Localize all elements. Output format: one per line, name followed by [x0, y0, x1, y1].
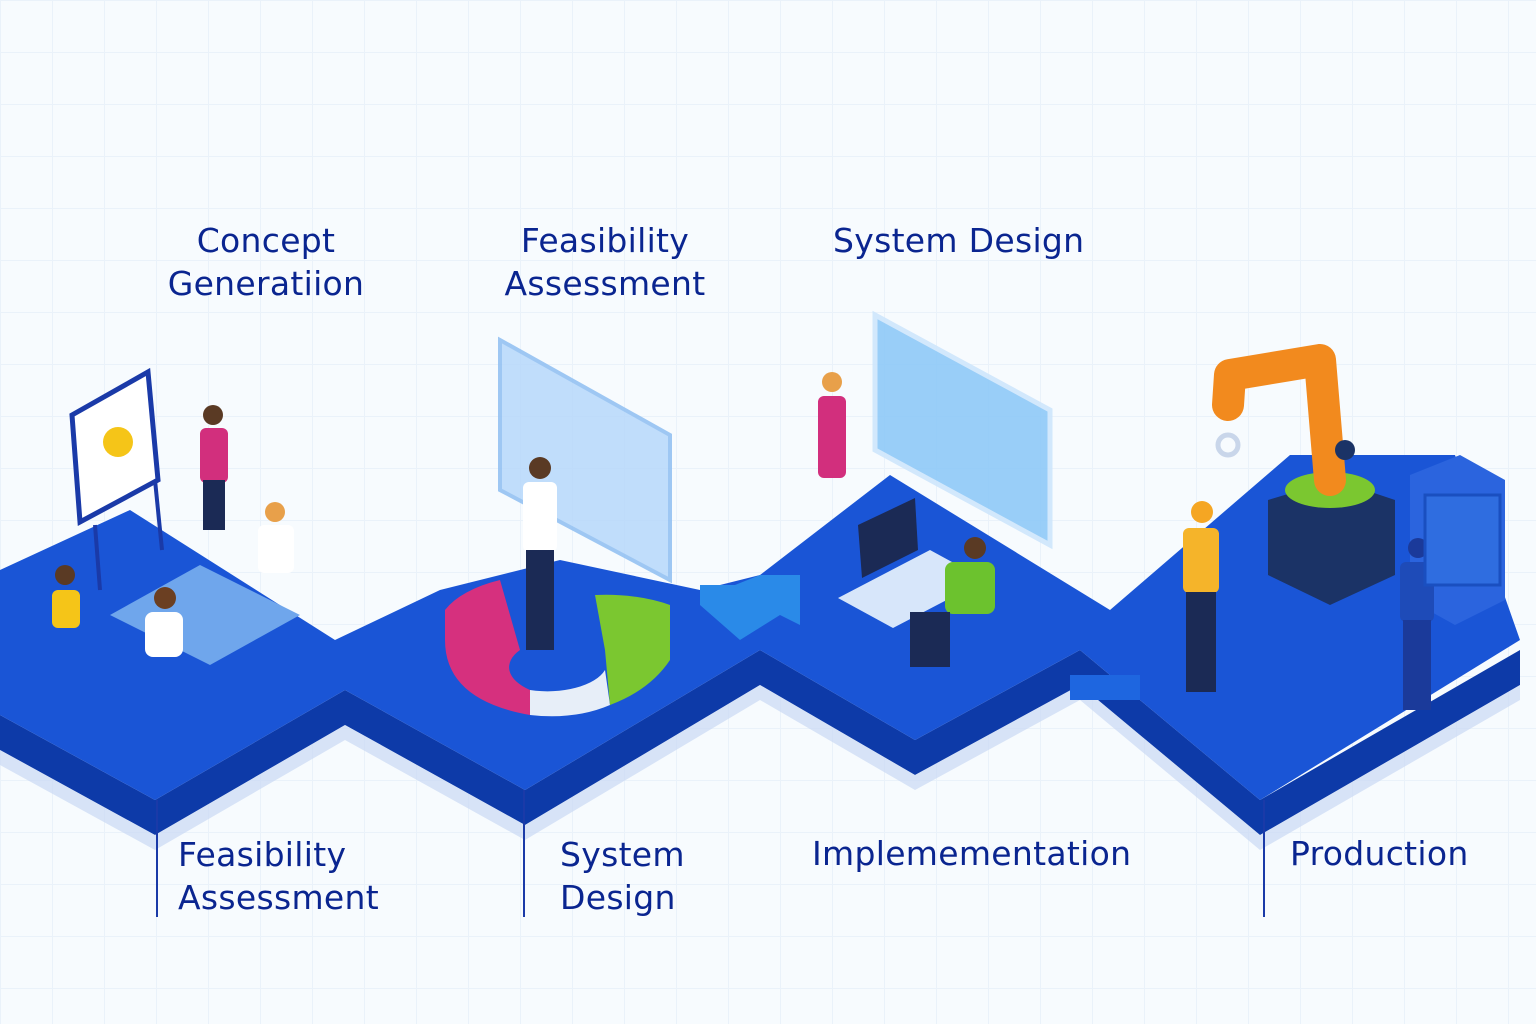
robot-gripper [1215, 432, 1241, 458]
top-label-concept-generation: Concept Generatiion [150, 219, 382, 305]
bottom-label-feasibility-assessment: Feasibility Assessment [178, 833, 379, 919]
label-line: Generatiion [167, 264, 365, 303]
label-line: Implemementation [812, 834, 1132, 873]
analytics-screen [498, 336, 672, 584]
design-scene [818, 310, 1053, 667]
divider-line [1263, 800, 1265, 917]
computer-monitor [858, 498, 918, 578]
label-line: Production [1290, 834, 1469, 873]
label-line: Feasibility [178, 835, 347, 874]
storage-rack [1423, 493, 1502, 587]
worker-hardhat [1183, 501, 1219, 692]
meeting-scene [52, 367, 300, 665]
donut-chart-white [530, 670, 610, 717]
platform-side [0, 650, 1520, 835]
robot-arm [1212, 344, 1346, 496]
step-arrow-2 [1070, 675, 1140, 700]
chart-scene [445, 336, 672, 717]
map-screen [872, 310, 1053, 550]
person-seated-3 [258, 502, 294, 573]
label-line: Feasibility [520, 221, 690, 260]
platform-shadow [0, 685, 1520, 850]
robot-base [1268, 480, 1395, 605]
person-seated-2 [52, 565, 80, 628]
divider-line [156, 800, 158, 917]
label-line: Concept [196, 221, 336, 260]
step-arrow [700, 575, 800, 640]
donut-chart-pink [445, 580, 530, 715]
top-label-feasibility-assessment: Feasibility Assessment [490, 219, 720, 305]
person-seated-1 [145, 587, 183, 657]
top-label-system-design: System Design [833, 219, 1084, 262]
label-line: System Design [833, 221, 1085, 260]
divider-line [523, 790, 525, 917]
label-line: System [560, 835, 685, 874]
label-line: Assessment [504, 264, 706, 303]
person-analyst [523, 457, 557, 650]
bottom-label-production: Production [1290, 832, 1469, 875]
person-standing [818, 372, 846, 478]
bottom-label-system-design: System Design [560, 833, 685, 919]
label-line: Design [560, 878, 676, 917]
donut-chart-green [595, 594, 670, 705]
lightbulb-icon [103, 427, 133, 457]
production-scene [1183, 344, 1502, 710]
label-line: Assessment [178, 878, 379, 917]
person-at-computer [910, 537, 995, 667]
bottom-label-implementation: Implemementation [812, 832, 1131, 875]
person-presenter [200, 405, 228, 530]
